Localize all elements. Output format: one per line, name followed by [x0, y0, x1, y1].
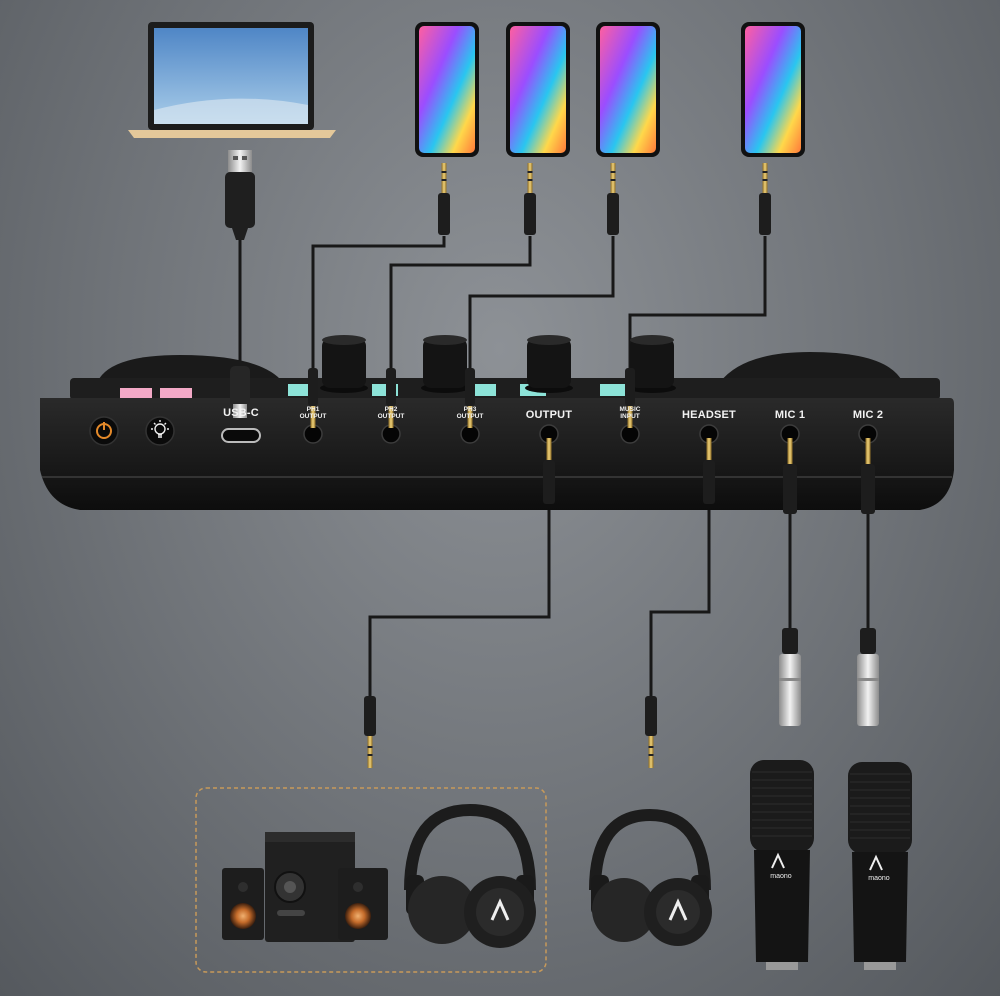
knob[interactable] — [421, 335, 469, 393]
usb-c-plug-icon — [230, 366, 250, 418]
headphones-icon — [404, 803, 536, 948]
phone-icon — [506, 22, 570, 157]
mic2-label: MIC 2 — [852, 409, 884, 421]
speaker-system-icon — [222, 832, 388, 942]
end-plugs — [364, 696, 657, 768]
bottom-plugs — [543, 438, 875, 514]
music-input-cable — [628, 236, 767, 370]
xlr-plug-icon — [779, 628, 801, 726]
knobs — [320, 335, 676, 393]
mic-logo-right: maono — [868, 875, 890, 882]
ph2-output-label: PH2 OUTPUT — [377, 406, 405, 420]
output-cable — [368, 500, 551, 700]
mic-logo-left: maono — [770, 873, 792, 880]
trrs-plug-icon — [524, 163, 536, 235]
knob[interactable] — [628, 335, 676, 393]
mic1-label: MIC 1 — [774, 409, 806, 421]
music-input-label: MUSIC INPUT — [619, 406, 641, 420]
usb-c-label: USB-C — [223, 407, 259, 419]
phone-plugs — [438, 163, 771, 235]
phones — [415, 22, 805, 157]
ph1-output-label: PH1 OUTPUT — [299, 406, 327, 420]
knob[interactable] — [320, 335, 368, 393]
xlr-plug-icon — [857, 628, 879, 726]
output-label: OUTPUT — [525, 409, 573, 421]
ph1-cable — [311, 236, 446, 370]
usb-a-plug-icon — [225, 150, 255, 240]
trrs-plug-icon — [364, 696, 376, 768]
phone-icon — [415, 22, 479, 157]
audio-mixer — [40, 335, 954, 510]
inserted-plugs — [308, 368, 635, 428]
light-bulb-icon — [151, 420, 169, 438]
output-options-frame — [195, 787, 547, 973]
trrs-plug-icon — [607, 163, 619, 235]
headset-label: HEADSET — [682, 409, 736, 421]
headphones-icon — [589, 808, 712, 946]
trrs-plug-icon — [783, 438, 797, 514]
device-front-panel — [40, 398, 954, 510]
trrs-plug-icon — [759, 163, 771, 235]
trrs-plug-icon — [861, 438, 875, 514]
power-icon — [103, 422, 105, 430]
cables — [238, 235, 870, 700]
ph2-cable — [389, 236, 532, 370]
trrs-plug-icon — [438, 163, 450, 235]
condenser-mic-icon — [750, 760, 814, 970]
headset-cable — [649, 500, 711, 700]
usb-c-port[interactable] — [221, 428, 261, 443]
phone-icon — [741, 22, 805, 157]
phone-icon — [596, 22, 660, 157]
trrs-plug-icon — [645, 696, 657, 768]
xlr-plugs — [779, 628, 879, 726]
power-button[interactable] — [89, 416, 119, 446]
ph3-cable — [468, 236, 615, 370]
trrs-plug-icon — [543, 438, 555, 504]
light-button[interactable] — [145, 416, 175, 446]
knob[interactable] — [525, 335, 573, 393]
ph3-output-label: PH3 OUTPUT — [456, 406, 484, 420]
laptop-icon — [128, 22, 336, 138]
trrs-plug-icon — [703, 438, 715, 504]
condenser-mic-icon — [848, 762, 912, 970]
